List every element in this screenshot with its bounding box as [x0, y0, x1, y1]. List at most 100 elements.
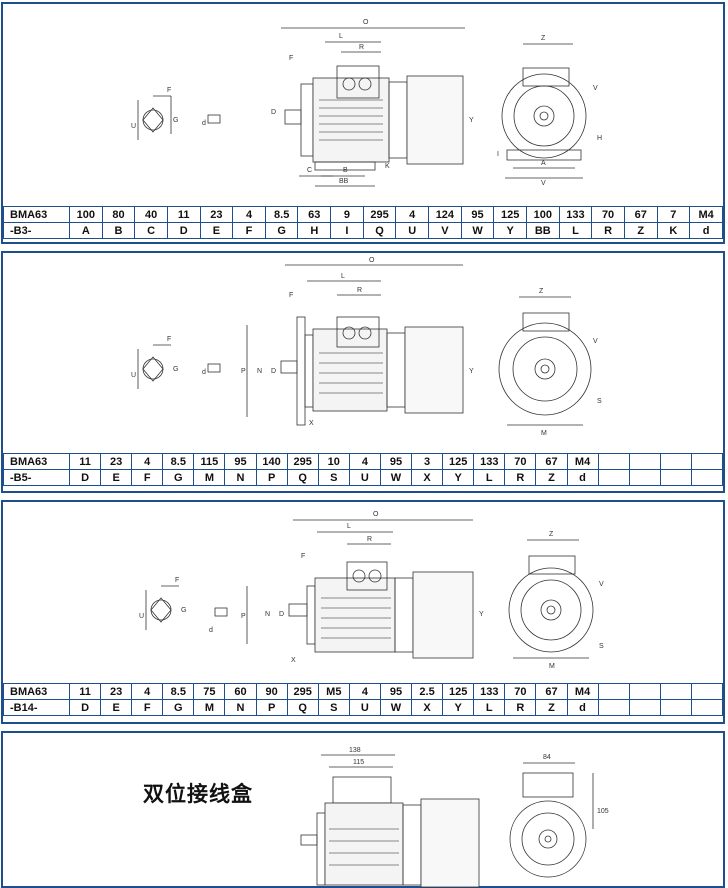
b3-spec-cell: A [69, 222, 103, 239]
b5-shaft-key-detail: F U G d [131, 336, 221, 389]
b14-label-L: L [347, 523, 351, 530]
b5-spec-cell: 140 [255, 453, 288, 470]
b3-label-A: A [541, 160, 546, 167]
b5-spec-cell: 8.5 [162, 453, 195, 470]
b14-spec-cell: 70 [504, 683, 537, 700]
terminal-dim-138: 138 [349, 747, 361, 754]
b14-spec-cell [597, 699, 630, 716]
b5-spec-cell [659, 453, 692, 470]
b3-spec-cell: Z [623, 222, 658, 239]
b5-motor-side-view: O L R F P N D [241, 257, 474, 427]
b5-spec-cell [628, 453, 661, 470]
b14-spec-cell: P [255, 699, 288, 716]
b5-spec-cell: 95 [224, 453, 257, 470]
b3-spec-cell: H [297, 222, 332, 239]
b5-label-Y: Y [469, 368, 474, 375]
b14-label-N: N [265, 611, 270, 618]
b3-spec-cell: D [166, 222, 201, 239]
b5-spec-cell: G [162, 469, 195, 486]
b3-spec-cell: 124 [428, 206, 462, 223]
b5-spec-cell: 115 [193, 453, 226, 470]
b5-spec-cell [690, 453, 724, 470]
b5-spec-cell: 67 [535, 453, 568, 470]
b5-spec-cell: -B5- [3, 469, 70, 486]
b5-spec-cell: 23 [100, 453, 133, 470]
b3-spec-cell: 133 [558, 206, 593, 223]
b3-spec-cell: K [656, 222, 691, 239]
terminal-box-drawing: 138 115 84 105 [3, 733, 723, 888]
b14-label-Z: Z [549, 531, 554, 538]
b5-spec-cell: 125 [442, 453, 475, 470]
b3-label-Z: Z [541, 35, 546, 42]
b14-shaft-key-detail: F U G d [139, 577, 228, 634]
b3-spec-cell: 9 [330, 206, 364, 223]
b5-spec-cell: U [348, 469, 381, 486]
b5-spec-cell: E [100, 469, 133, 486]
b3-spec-cell: 100 [69, 206, 103, 223]
b5-label-F2: F [289, 292, 293, 299]
b14-spec-cell: d [566, 699, 599, 716]
b3-spec-cell: E [199, 222, 234, 239]
b14-spec-cell: Z [535, 699, 568, 716]
b5-spec-cell [690, 469, 724, 486]
b5-spec-cell: Z [535, 469, 568, 486]
b3-label-d: d [202, 120, 206, 127]
b3-label-V2: V [541, 180, 546, 187]
b5-label-U: U [131, 372, 136, 379]
b5-label-O: O [369, 257, 375, 264]
b14-spec-cell: 75 [193, 683, 226, 700]
b14-spec-cell [659, 683, 692, 700]
b14-spec-cell: 295 [286, 683, 319, 700]
b14-motor-end-view: Z V S M [508, 531, 604, 670]
b3-label-Y: Y [469, 117, 474, 124]
b5-motor-end-view: Z V S M [498, 288, 602, 437]
b14-spec-cell: W [379, 699, 413, 716]
b5-spec-cell: BMA63 [3, 453, 70, 470]
b3-label-C: C [307, 167, 312, 174]
b3-spec-cell: 11 [166, 206, 201, 223]
b3-spec-cell: 95 [460, 206, 495, 223]
b5-drawing: F U G d O L R F P N D [3, 253, 723, 453]
b3-spec-cell: 70 [591, 206, 625, 223]
b5-spec-cell: L [473, 469, 506, 486]
b14-drawing: F U G d O L R F P N D [3, 502, 723, 682]
b5-spec-cell: S [317, 469, 350, 486]
b3-label-O: O [363, 19, 369, 26]
b14-spec-cell [690, 683, 724, 700]
b5-spec-cell: X [411, 469, 444, 486]
b14-spec-cell: -B14- [3, 699, 70, 716]
b5-label-S: S [597, 398, 602, 405]
b14-label-G: G [181, 607, 186, 614]
b14-motor-side-view: O L R F P N D [241, 511, 484, 664]
b5-spec-cell: 133 [473, 453, 506, 470]
b5-spec-cell: M4 [566, 453, 599, 470]
b3-spec-cell: 295 [362, 206, 397, 223]
b14-spec-cell: 67 [535, 683, 568, 700]
b14-spec-cell [659, 699, 692, 716]
terminal-box-side-view: 138 115 [300, 747, 480, 888]
terminal-box-end-view: 84 105 [509, 754, 609, 878]
b3-spec-cell: 8.5 [264, 206, 299, 223]
b14-spec-cell: F [131, 699, 164, 716]
b3-spec-cell: B [101, 222, 136, 239]
b3-spec-cell: BMA63 [3, 206, 70, 223]
b5-spec-cell: 4 [131, 453, 164, 470]
b3-spec-cell: Q [362, 222, 397, 239]
terminal-dim-115: 115 [353, 759, 364, 766]
b3-label-R: R [359, 44, 364, 51]
b3-label-K: K [385, 163, 390, 170]
b14-spec-cell: 2.5 [411, 683, 444, 700]
b3-spec-cell: C [134, 222, 168, 239]
b3-spec-cell: L [558, 222, 593, 239]
b3-label-V: V [593, 85, 598, 92]
b14-spec-cell: 11 [68, 683, 102, 700]
b3-motor-end-view: Z V H A V I [497, 35, 602, 187]
b5-label-V: V [593, 338, 598, 345]
